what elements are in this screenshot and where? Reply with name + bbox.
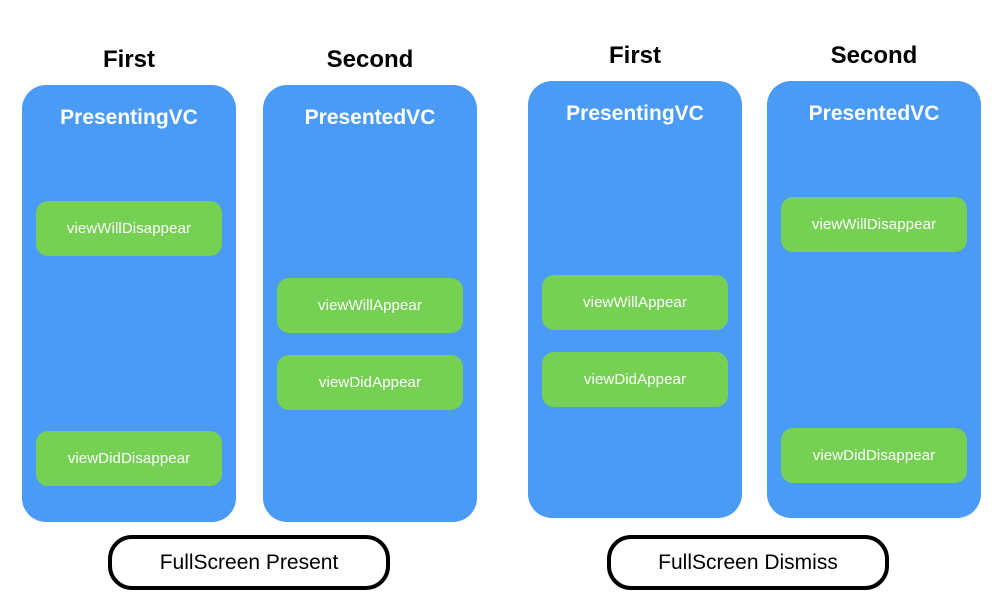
lifecycle-pill[interactable]: viewWillAppear [277, 278, 463, 333]
vc-card-present-presented[interactable]: PresentedVC viewWillAppear viewDidAppear [263, 85, 477, 522]
lifecycle-pill[interactable]: viewWillDisappear [36, 201, 222, 256]
caption-fullscreen-dismiss[interactable]: FullScreen Dismiss [607, 535, 889, 590]
lifecycle-pill[interactable]: viewWillAppear [542, 275, 728, 330]
vc-card-title: PresentedVC [304, 106, 436, 129]
vc-card-title: PresentedVC [808, 102, 940, 125]
lifecycle-pill[interactable]: viewDidDisappear [36, 431, 222, 486]
lifecycle-pill[interactable]: viewDidDisappear [781, 428, 967, 483]
lifecycle-pill[interactable]: viewDidAppear [277, 355, 463, 410]
vc-card-title: PresentingVC [566, 102, 704, 125]
vc-card-title: PresentingVC [60, 106, 198, 129]
lifecycle-pill[interactable]: viewWillDisappear [781, 197, 967, 252]
column-header-present-second: Second [326, 46, 414, 73]
vc-card-present-presenting[interactable]: PresentingVC viewWillDisappear viewDidDi… [22, 85, 236, 522]
caption-fullscreen-present[interactable]: FullScreen Present [108, 535, 390, 590]
vc-card-dismiss-presenting[interactable]: PresentingVC viewWillAppear viewDidAppea… [528, 81, 742, 518]
column-header-dismiss-first: First [608, 42, 661, 69]
lifecycle-pill[interactable]: viewDidAppear [542, 352, 728, 407]
column-header-present-first: First [102, 46, 155, 73]
vc-card-dismiss-presented[interactable]: PresentedVC viewWillDisappear viewDidDis… [767, 81, 981, 518]
column-header-dismiss-second: Second [830, 42, 918, 69]
